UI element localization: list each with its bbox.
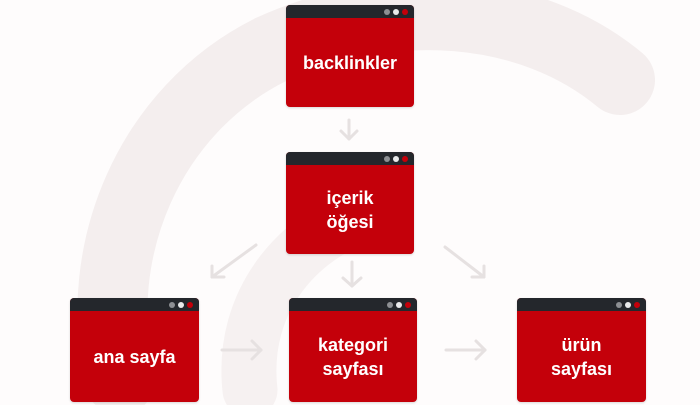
node-label: ürün sayfası (517, 311, 646, 402)
window-dot-icon (634, 302, 640, 308)
window-titlebar (286, 5, 414, 18)
window-dot-icon (616, 302, 622, 308)
node-label-line: içerik (326, 187, 374, 208)
window-dot-icon (169, 302, 175, 308)
window-dot-icon (396, 302, 402, 308)
node-backlinkler: backlinkler (286, 5, 414, 107)
node-label: kategori sayfası (289, 311, 417, 402)
window-dot-icon (625, 302, 631, 308)
window-dot-icon (393, 9, 399, 15)
arrow-backlinks-to-icerik (339, 118, 359, 141)
window-titlebar (289, 298, 417, 311)
node-label: ana sayfa (70, 311, 199, 402)
node-urun-sayfasi: ürün sayfası (517, 298, 646, 402)
node-label-line: ana sayfa (93, 346, 176, 367)
arrow-ana-sayfa-to-kategori (220, 339, 263, 361)
node-icerik-ogesi: içerik öğesi (286, 152, 414, 254)
node-kategori-sayfasi: kategori sayfası (289, 298, 417, 402)
node-label-line: backlinkler (302, 52, 398, 73)
node-ana-sayfa: ana sayfa (70, 298, 199, 402)
window-dot-icon (384, 9, 390, 15)
arrow-icerik-to-urun (443, 245, 486, 279)
node-label: backlinkler (286, 18, 414, 107)
window-titlebar (517, 298, 646, 311)
window-titlebar (70, 298, 199, 311)
node-label-line: kategori (317, 334, 389, 355)
watermark-arc (77, 0, 655, 405)
window-dot-icon (384, 156, 390, 162)
arrow-kategori-to-urun (444, 339, 487, 361)
window-dot-icon (187, 302, 193, 308)
window-dot-icon (402, 9, 408, 15)
window-dot-icon (402, 156, 408, 162)
node-label-line: ürün (561, 334, 602, 355)
window-titlebar (286, 152, 414, 165)
window-dot-icon (405, 302, 411, 308)
node-label-line: sayfası (322, 358, 384, 379)
window-dot-icon (393, 156, 399, 162)
arrow-icerik-to-ana-sayfa (210, 243, 258, 279)
arrow-icerik-to-kategori (341, 260, 363, 288)
window-dot-icon (387, 302, 393, 308)
node-label-line: öğesi (326, 211, 374, 232)
window-dot-icon (178, 302, 184, 308)
node-label-line: sayfası (550, 358, 613, 379)
node-label: içerik öğesi (286, 165, 414, 254)
